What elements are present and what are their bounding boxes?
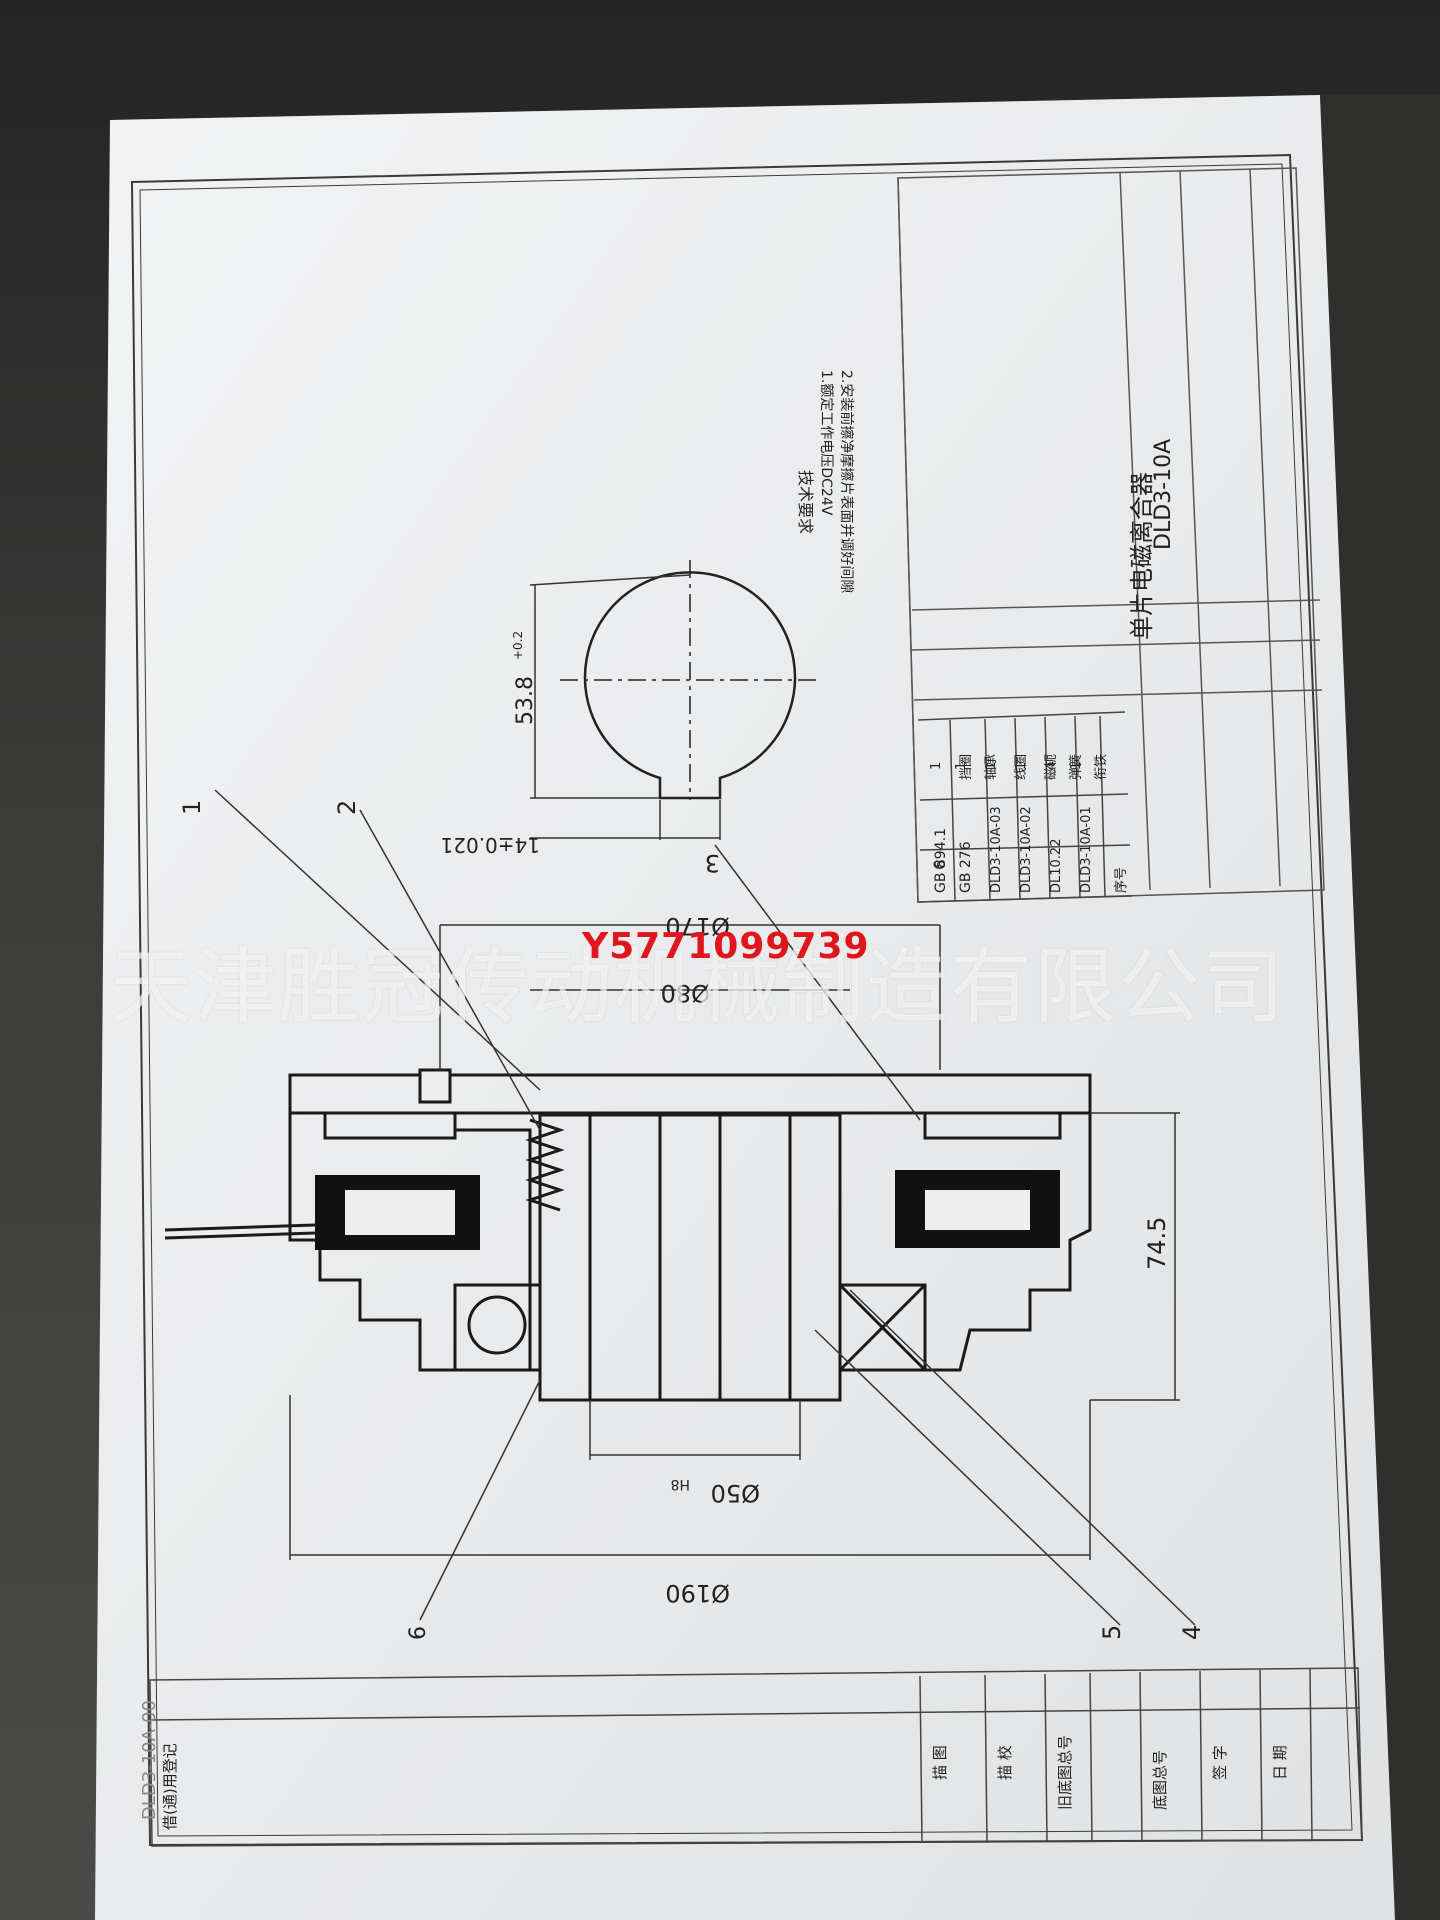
bom-no-6: 6	[930, 860, 949, 870]
bom-code-5: GB 276	[958, 841, 974, 893]
left-block-5: 签 字	[1211, 1745, 1229, 1780]
balloon-5: 5	[1098, 1625, 1126, 1640]
bom-name-4: 线圈	[1014, 754, 1029, 780]
title-block-name: 单片电磁离合器	[1128, 472, 1156, 640]
dim-190: Ø190	[665, 1579, 730, 1607]
left-block-6: 日 期	[1271, 1745, 1289, 1780]
balloon-3: 3	[705, 849, 720, 877]
title-block	[897, 167, 1325, 903]
bom-code-6: GB 894.1	[933, 828, 949, 893]
dim-50-tol: H8	[671, 1476, 690, 1492]
bom-code-2: DL10.22	[1049, 839, 1064, 893]
balloon-1: 1	[178, 800, 206, 815]
phone-watermark: Y5771099739	[582, 926, 870, 967]
title-block-model: DLD3-10A	[1151, 439, 1176, 550]
tech-req-1: 1.额定工作电压DC24V	[818, 370, 834, 516]
bom-qty-5: 1	[954, 762, 969, 770]
left-block-2: 描 校	[996, 1745, 1014, 1780]
bom-table	[917, 711, 1133, 903]
bom-code-4: DLD3-10A-03	[989, 806, 1004, 893]
dim-14: 14±0.021	[441, 833, 540, 857]
bom-code-3: DLD3-10A-02	[1019, 806, 1034, 893]
dim-50: Ø50	[711, 1479, 760, 1507]
dim-80: Ø80	[661, 979, 710, 1007]
bom-code-1: DLD3-10A-01	[1079, 806, 1094, 893]
left-block-1: 描 图	[931, 1745, 949, 1780]
bom-header-no: 序号	[1114, 867, 1129, 893]
bom-name-5: 轴承	[984, 754, 999, 780]
balloon-6: 6	[406, 1626, 431, 1640]
dim-745: 74.5	[1143, 1217, 1171, 1270]
bom-qty-2: 4	[1044, 762, 1059, 770]
bom-name-3: 磁轭	[1043, 754, 1059, 780]
dimension-lines	[214, 789, 1196, 1626]
bom-qty-3: 1	[1014, 762, 1029, 770]
tech-req-title: 技术要求	[796, 470, 815, 534]
left-block-4: 底图总号	[1151, 1750, 1169, 1810]
dim-53-8: 53.8	[513, 676, 538, 725]
left-block-3: 旧底图总号	[1056, 1735, 1074, 1810]
cross-section	[164, 1068, 1092, 1402]
left-block-0: 借(通)用登记	[161, 1743, 179, 1830]
dim-170: Ø170	[665, 912, 730, 940]
company-watermark: 天津胜冠传动机械制造有限公司	[110, 940, 1287, 1035]
shaft-section	[560, 560, 820, 800]
balloon-4: 4	[1178, 1625, 1206, 1640]
bom-qty-6: 1	[929, 762, 944, 770]
balloon-2: 2	[333, 800, 361, 815]
dim-53-8-tol: +0.2	[511, 631, 525, 660]
side-code: DLD3-10A-00	[139, 1700, 160, 1820]
left-block	[149, 1667, 1363, 1847]
bom-qty-4: 1	[984, 762, 999, 770]
bom-name-1: 衔铁	[1094, 754, 1109, 780]
tech-req-2: 2.安装前擦净摩擦片表面并调好间隙	[838, 370, 855, 593]
bom-name-2: 弹簧	[1068, 754, 1084, 780]
bom-qty-1: 1	[1069, 762, 1084, 770]
bom-name-6: 挡圈	[959, 754, 974, 780]
